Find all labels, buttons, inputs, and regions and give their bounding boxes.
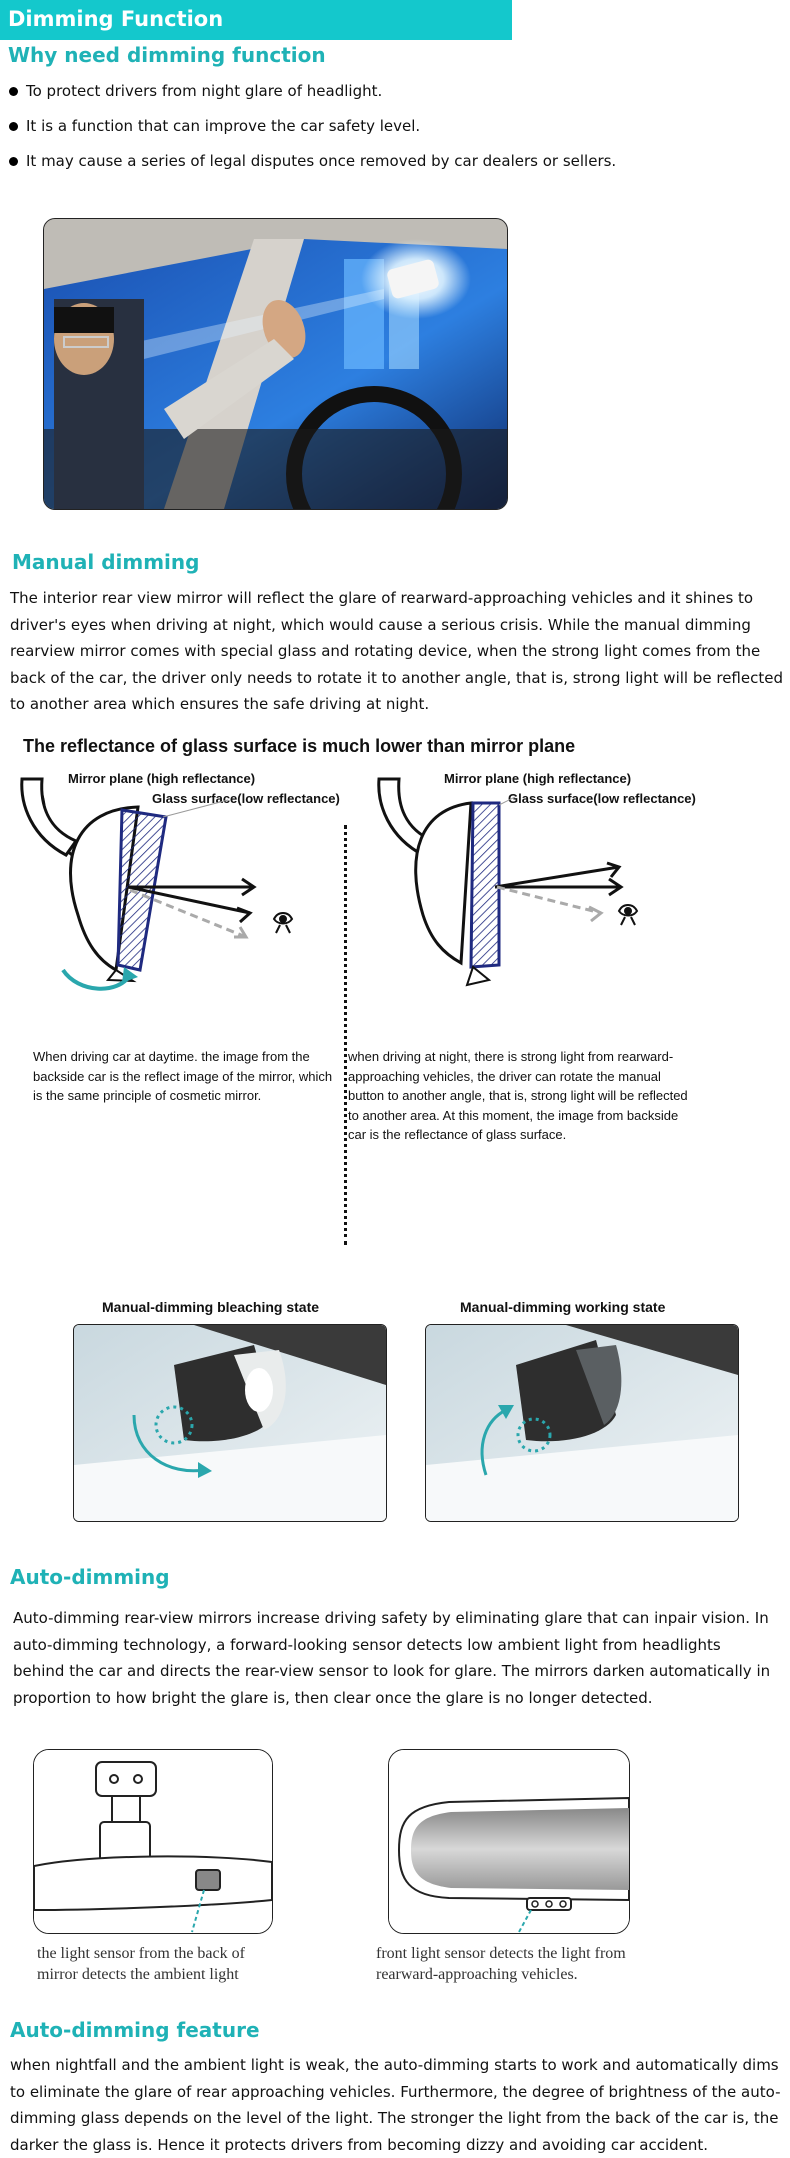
right-mirror-label: Mirror plane (high reflectance) [444,771,632,786]
list-item: It may cause a series of legal disputes … [8,144,616,179]
auto-heading: Auto-dimming [10,1565,170,1589]
why-bullet-list: To protect drivers from night glare of h… [8,74,616,179]
left-diagram-text: When driving car at daytime. the image f… [33,1049,333,1103]
left-mirror-diagram [20,777,294,991]
list-item: To protect drivers from night glare of h… [8,74,616,109]
list-item: It is a function that can improve the ca… [8,109,616,144]
driver-glare-photo [43,218,508,510]
front-sensor-caption: front light sensor detects the light fro… [376,1945,626,1983]
left-glass-label: Glass surface(low reflectance) [152,791,340,806]
right-mirror-diagram [377,777,639,987]
working-state-caption: Manual-dimming working state [460,1299,666,1315]
auto-paragraph: Auto-dimming rear-view mirrors increase … [13,1609,771,1707]
back-sensor-drawing [33,1749,273,1934]
manual-paragraph: The interior rear view mirror will refle… [10,589,783,713]
diagram-title: The reflectance of glass surface is much… [23,736,576,756]
front-sensor-drawing [388,1749,630,1934]
diagram-divider [344,825,347,1245]
right-glass-label: Glass surface(low reflectance) [508,791,696,806]
back-sensor-illustration [34,1750,272,1933]
feature-heading: Auto-dimming feature [10,2018,260,2042]
manual-heading: Manual dimming [12,550,200,574]
back-sensor-caption: the light sensor from the back of mirror… [37,1945,245,1983]
section-banner: Dimming Function [0,0,512,40]
driver-glare-illustration [44,219,507,509]
left-mirror-label: Mirror plane (high reflectance) [68,771,256,786]
right-diagram-text: when driving at night, there is strong l… [348,1049,688,1142]
banner-title: Dimming Function [8,7,224,31]
why-heading: Why need dimming function [8,43,326,67]
working-mirror-illustration [426,1325,738,1521]
feature-paragraph: when nightfall and the ambient light is … [10,2056,781,2154]
working-state-photo [425,1324,739,1522]
front-sensor-illustration [389,1750,629,1933]
bleaching-state-photo [73,1324,387,1522]
bleaching-state-caption: Manual-dimming bleaching state [102,1299,320,1315]
bleaching-mirror-illustration [74,1325,386,1521]
